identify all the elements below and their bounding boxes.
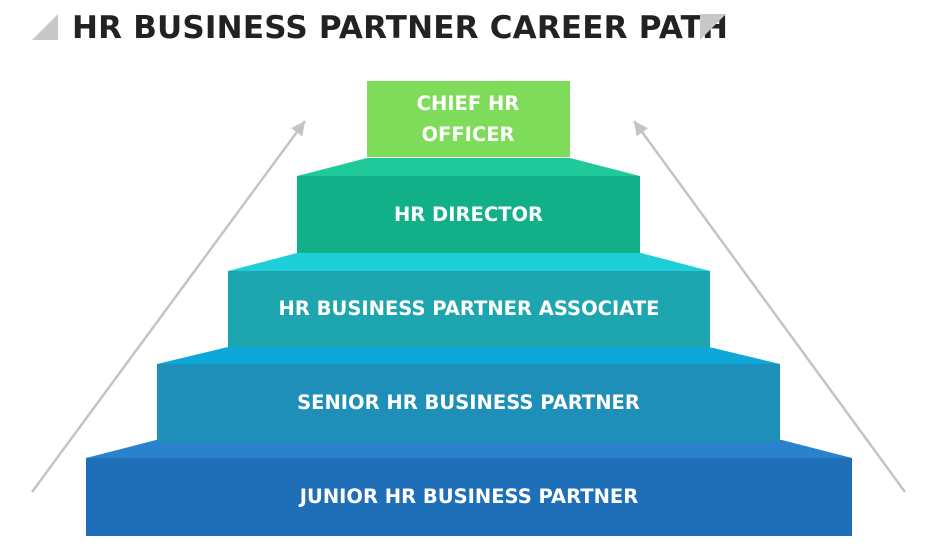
- title-right-corner: [700, 14, 726, 40]
- step-top-bevel: [228, 253, 710, 271]
- step-1: [86, 440, 852, 536]
- step-2: [157, 347, 780, 442]
- right-up-arrow: [632, 120, 907, 493]
- step-label-4: HR DIRECTOR: [393, 202, 544, 226]
- step-top-bevel: [157, 347, 780, 364]
- step-face: [297, 176, 640, 253]
- step-label-5: CHIEF HR OFFICER: [416, 92, 520, 146]
- step-face: [157, 364, 780, 442]
- step-face: [86, 458, 852, 536]
- step-label-1: JUNIOR HR BUSINESS PARTNER: [299, 485, 639, 508]
- step-label-2: SENIOR HR BUSINESS PARTNER: [297, 391, 640, 414]
- step-face: [367, 81, 570, 157]
- step-3: [228, 253, 710, 347]
- page-title: HR BUSINESS PARTNER CAREER PATH: [72, 10, 729, 46]
- step-top-bevel: [86, 440, 852, 458]
- step-face: [228, 271, 710, 347]
- left-up-arrow: [30, 120, 307, 493]
- step-top-bevel: [297, 158, 640, 176]
- step-label-3: HR BUSINESS PARTNER ASSOCIATE: [278, 297, 660, 320]
- step-5: [367, 81, 570, 157]
- step-4: [297, 158, 640, 253]
- title-left-corner: [32, 14, 58, 40]
